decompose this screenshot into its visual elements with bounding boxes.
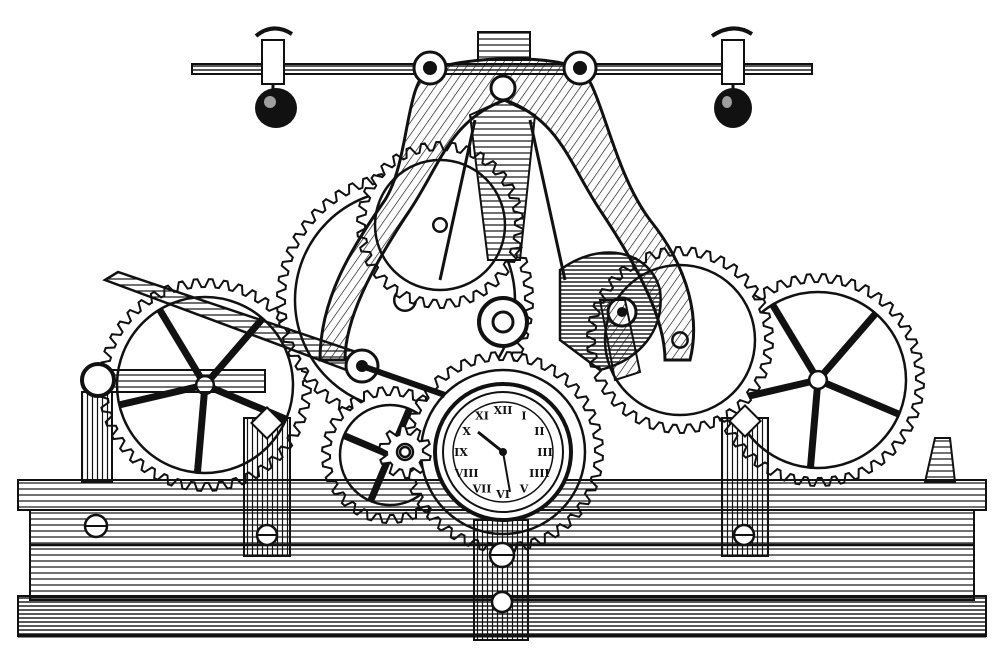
pointer-lever xyxy=(102,270,446,398)
dial-numeral: IX xyxy=(454,446,468,459)
right-weight xyxy=(710,26,754,128)
dial-numeral: VIII xyxy=(454,467,479,480)
escapement-parts xyxy=(558,251,662,382)
dial-numeral: VII xyxy=(472,482,492,495)
dial-numeral: I xyxy=(521,410,526,423)
minute-hand xyxy=(502,451,511,493)
left-weight xyxy=(254,26,297,128)
dial-numeral: V xyxy=(519,482,529,495)
dial-numeral: III xyxy=(537,446,552,459)
dial-numeral: VI xyxy=(495,488,510,501)
dial-numeral: XI xyxy=(475,410,489,423)
dial-numeral: IIII xyxy=(529,467,550,480)
dial-numeral: II xyxy=(534,425,544,438)
frame-posts xyxy=(81,391,957,641)
small-pinion xyxy=(378,424,432,480)
hour-hand xyxy=(477,430,504,454)
lyre-frame xyxy=(318,50,696,362)
left-arm xyxy=(80,362,266,398)
screw-heads xyxy=(83,404,762,614)
dial-numeral: XII xyxy=(494,404,513,417)
dial-numeral: X xyxy=(462,425,471,438)
